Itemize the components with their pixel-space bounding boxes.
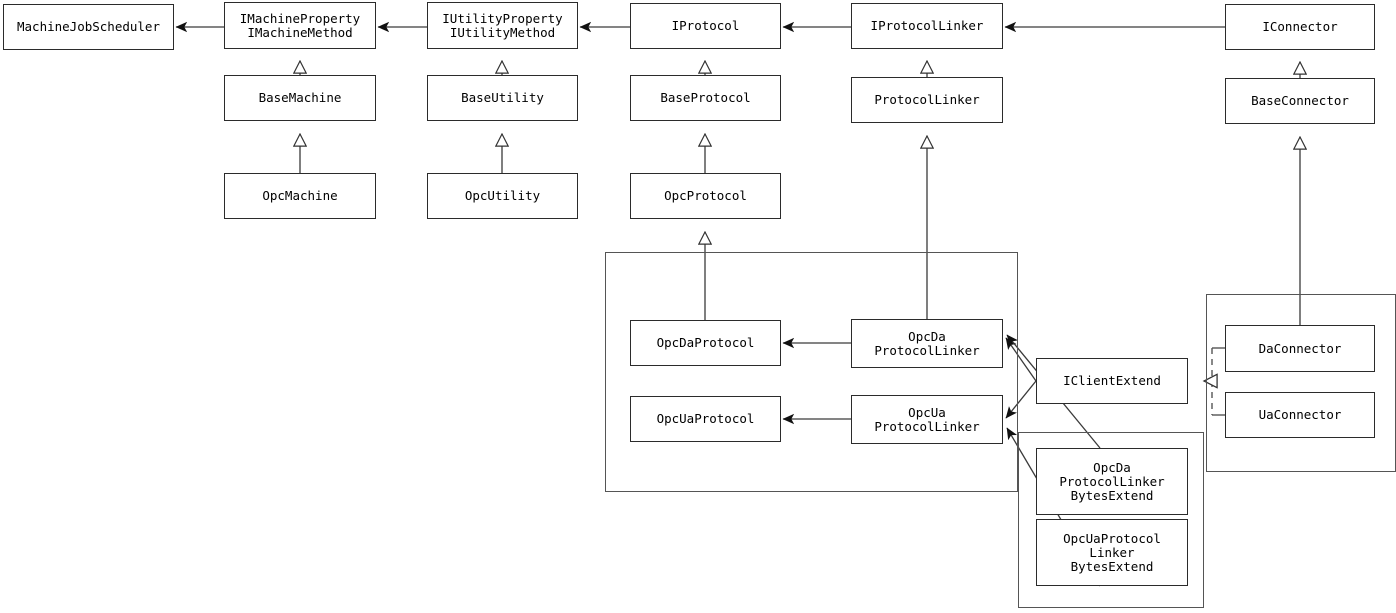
class-node-iclient-extend[interactable]: IClientExtend xyxy=(1036,358,1188,404)
class-node-iprotocol[interactable]: IProtocol xyxy=(630,3,781,49)
class-label: ProtocolLinker xyxy=(874,92,980,107)
class-label: IProtocolLinker xyxy=(870,18,984,33)
class-node-opc-utility[interactable]: OpcUtility xyxy=(427,173,578,219)
group-protocol-group xyxy=(605,252,1018,492)
class-label: OpcUaProtocol Linker BytesExtend xyxy=(1063,530,1161,574)
class-node-opc-da-protocol-linker-bytes-extend[interactable]: OpcDa ProtocolLinker BytesExtend xyxy=(1036,448,1188,515)
class-node-opc-da-protocol-linker[interactable]: OpcDa ProtocolLinker xyxy=(851,319,1003,368)
class-node-machine-job-scheduler[interactable]: MachineJobScheduler xyxy=(3,4,174,50)
class-label: OpcUa ProtocolLinker xyxy=(874,404,980,434)
group-extend-group xyxy=(1018,432,1204,608)
class-label: IClientExtend xyxy=(1063,373,1161,388)
group-connector-group xyxy=(1206,294,1396,472)
class-node-base-connector[interactable]: BaseConnector xyxy=(1225,78,1375,124)
class-node-iprotocol-linker[interactable]: IProtocolLinker xyxy=(851,3,1003,49)
class-label: OpcProtocol xyxy=(664,188,747,203)
class-label: IUtilityProperty IUtilityMethod xyxy=(442,10,563,40)
class-label: OpcMachine xyxy=(262,188,338,203)
class-label: BaseProtocol xyxy=(660,90,751,105)
class-label: IConnector xyxy=(1262,19,1338,34)
class-label: OpcDa ProtocolLinker xyxy=(874,328,980,358)
class-node-opc-machine[interactable]: OpcMachine xyxy=(224,173,376,219)
class-node-base-utility[interactable]: BaseUtility xyxy=(427,75,578,121)
class-label: MachineJobScheduler xyxy=(17,19,160,34)
class-node-da-connector[interactable]: DaConnector xyxy=(1225,325,1375,372)
class-node-iconnector[interactable]: IConnector xyxy=(1225,4,1375,50)
class-label: OpcUtility xyxy=(464,188,541,203)
class-node-opc-ua-protocol-linker[interactable]: OpcUa ProtocolLinker xyxy=(851,395,1003,444)
class-node-protocol-linker[interactable]: ProtocolLinker xyxy=(851,77,1003,123)
class-node-opc-protocol[interactable]: OpcProtocol xyxy=(630,173,781,219)
class-label: IProtocol xyxy=(671,18,740,33)
class-label: DaConnector xyxy=(1258,340,1342,356)
class-node-base-protocol[interactable]: BaseProtocol xyxy=(630,75,781,121)
class-node-imachine-property[interactable]: IMachineProperty IMachineMethod xyxy=(224,2,376,49)
class-node-ua-connector[interactable]: UaConnector xyxy=(1225,392,1375,438)
class-label: BaseUtility xyxy=(461,90,544,105)
class-label: OpcDa ProtocolLinker BytesExtend xyxy=(1059,459,1165,503)
class-node-opc-ua-protocol-linker-bytes-extend[interactable]: OpcUaProtocol Linker BytesExtend xyxy=(1036,519,1188,586)
class-node-iutility-property[interactable]: IUtilityProperty IUtilityMethod xyxy=(427,2,578,49)
class-label: OpcDaProtocol xyxy=(656,335,755,350)
class-node-base-machine[interactable]: BaseMachine xyxy=(224,75,376,121)
class-node-opc-da-protocol[interactable]: OpcDaProtocol xyxy=(630,320,781,366)
class-node-opc-ua-protocol[interactable]: OpcUaProtocol xyxy=(630,396,781,442)
class-label: OpcUaProtocol xyxy=(656,411,755,426)
class-label: BaseMachine xyxy=(258,90,342,105)
class-label: UaConnector xyxy=(1258,407,1342,422)
class-label: BaseConnector xyxy=(1251,93,1349,108)
class-label: IMachineProperty IMachineMethod xyxy=(239,10,361,40)
